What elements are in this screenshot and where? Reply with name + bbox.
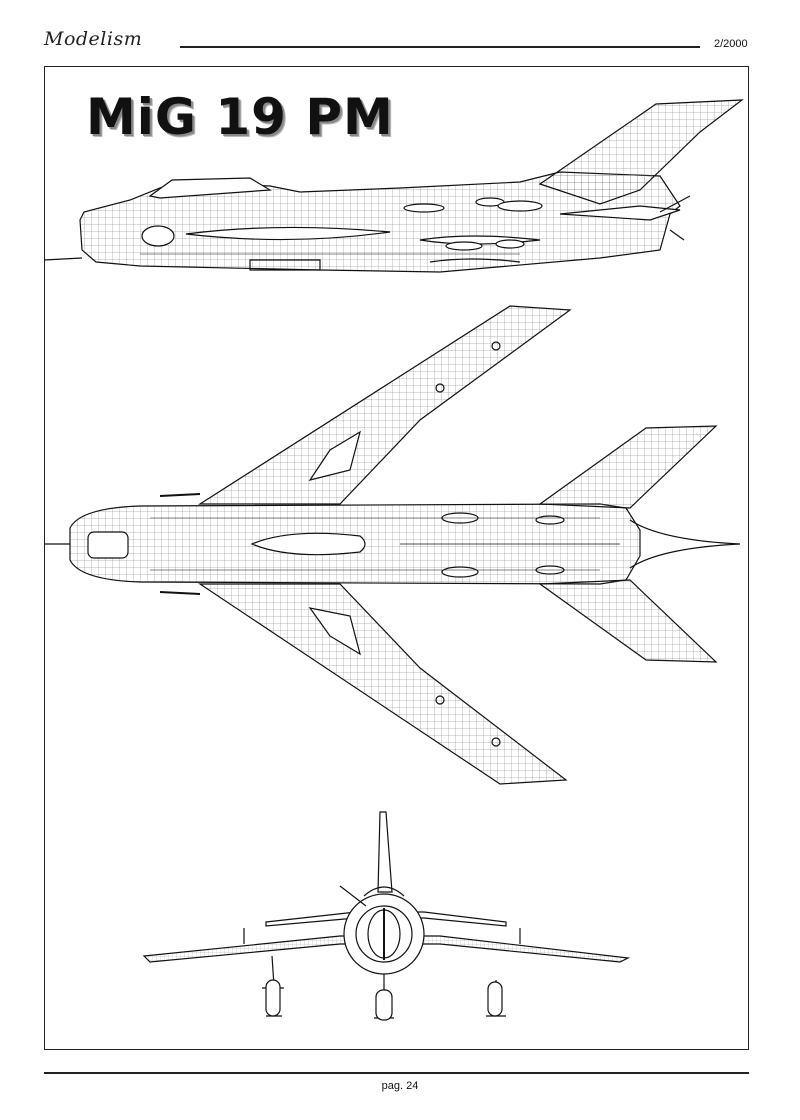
drawing-frame — [44, 66, 749, 1050]
top-stab-left — [538, 425, 718, 509]
side-intake-panel — [141, 225, 175, 247]
top-wing-right — [198, 583, 568, 785]
side-exhaust — [659, 195, 691, 241]
top-stab-right — [538, 579, 718, 663]
side-view — [43, 99, 744, 273]
page-number: pag. 24 — [381, 1080, 419, 1092]
issue-number: 2/2000 — [714, 38, 748, 50]
front-intake — [355, 905, 413, 963]
top-view — [44, 305, 741, 785]
top-wing-left — [197, 305, 572, 505]
front-view — [142, 811, 631, 1021]
header-rule — [180, 46, 700, 48]
side-wing-root — [185, 226, 391, 241]
side-stabilizer — [559, 205, 681, 221]
magazine-logo: Modelism — [44, 28, 143, 50]
front-fin — [377, 811, 393, 893]
side-tail-fin — [538, 99, 744, 205]
side-canopy — [148, 177, 272, 199]
page-title: MiG 19 PM — [86, 88, 394, 146]
side-pitot — [43, 257, 83, 261]
footer-rule — [44, 1072, 749, 1074]
top-canopy — [250, 532, 366, 556]
